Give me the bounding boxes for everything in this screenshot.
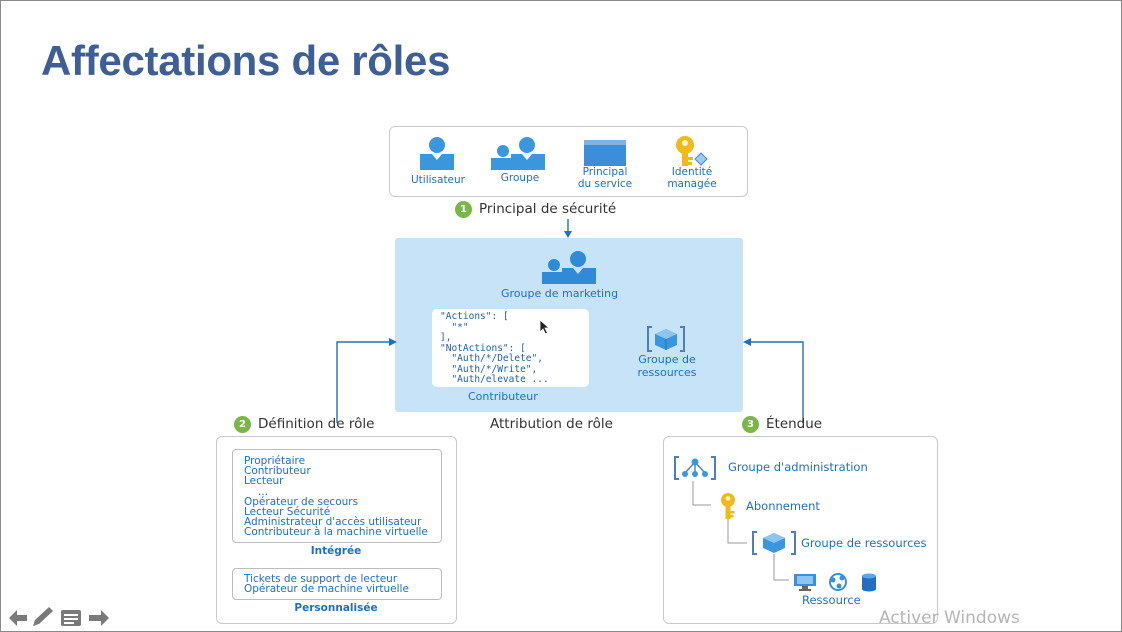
menu-icon[interactable] (61, 610, 81, 626)
scope-resource: Ressource (802, 593, 861, 607)
arrow-down-icon (564, 219, 572, 238)
page-title: Affectations de rôles (41, 37, 451, 84)
step-1-label: Principal de sécurité (479, 201, 617, 217)
management-group-icon (674, 456, 716, 480)
custom-caption: Personnalisée (294, 602, 378, 614)
principal-managed-identity: Identité managée (649, 166, 735, 190)
next-arrow-icon[interactable] (89, 610, 109, 626)
role-vm-contributor: Contributeur à la machine virtuelle (244, 526, 428, 539)
previous-arrow-icon[interactable] (9, 610, 27, 626)
role-owner: Propriétaire (244, 455, 306, 467)
step-role-definition: 2 Définition de rôle (234, 416, 374, 433)
scope-tree-lines (692, 481, 789, 581)
left-connector-arrow (336, 338, 397, 423)
center-resource-group-label-1: Groupe de (638, 353, 696, 366)
slideshow-toolbar (9, 607, 109, 626)
network-icon (829, 573, 847, 591)
role-vm-operator: Opérateur de machine virtuelle (244, 583, 409, 596)
step-1-badge: 1 (455, 201, 472, 218)
principal-service: Principal du service (562, 166, 648, 190)
scope-box (663, 436, 938, 624)
builtin-roles: Propriétaire Contributeur Lecteur ... Op… (244, 456, 428, 538)
step-2-label: Définition de rôle (258, 416, 375, 432)
vm-icon (794, 574, 816, 591)
key-icon (676, 136, 708, 166)
subscription-key-icon (721, 493, 735, 519)
builtin-caption: Intégrée (310, 545, 362, 557)
mouse-cursor-icon (539, 319, 551, 335)
role-contributor: Contributeur (244, 465, 311, 478)
role-reader: Lecteur (244, 475, 284, 488)
principal-user-label: Utilisateur (410, 174, 465, 186)
principal-user: Utilisateur (395, 174, 481, 186)
center-resource-group-label-2: ressources (637, 366, 697, 379)
activation-watermark: Activer Windows (879, 608, 1020, 628)
step-scope: 3 Étendue (742, 416, 822, 433)
custom-roles: Tickets de support de lecteur Opérateur … (244, 573, 409, 596)
step-3-label: Étendue (766, 416, 823, 432)
step-2-badge: 2 (234, 416, 251, 433)
principal-group-label: Groupe (500, 172, 540, 184)
principal-managed-identity-label-2: managée (667, 178, 717, 190)
role-security-reader: Lecteur Sécurité (244, 506, 331, 519)
role-support-ticket-reader: Tickets de support de lecteur (244, 573, 398, 585)
role-definition-code: "Actions": [ "*" ], "NotActions": [ "Aut… (432, 309, 589, 387)
storage-icon (862, 573, 876, 592)
role-assignment-label: Attribution de rôle (490, 416, 613, 432)
center-resource-group-label: Groupe de ressources (627, 353, 707, 379)
builtin-roles-list: Propriétaire Contributeur Lecteur ... Op… (232, 449, 442, 543)
principal-service-label-2: du service (577, 178, 633, 190)
step-security-principal: 1 Principal de sécurité (455, 201, 616, 218)
marketing-group-label: Groupe de marketing (501, 287, 619, 300)
group-icon (491, 137, 545, 170)
principal-group: Groupe (477, 172, 563, 184)
scope-resource-group: Groupe de ressources (801, 536, 927, 550)
resource-group-icon (647, 326, 685, 352)
custom-roles-list: Tickets de support de lecteur Opérateur … (232, 568, 442, 600)
role-user-access-admin: Administrateur d'accès utilisateur (244, 516, 422, 529)
marketing-group-icon (542, 251, 596, 284)
role-ellipsis: ... (258, 485, 269, 498)
scope-subscription: Abonnement (746, 499, 820, 513)
scope-resource-group-icon (752, 531, 796, 555)
code-caption: Contributeur (468, 390, 538, 403)
step-3-badge: 3 (742, 416, 759, 433)
scope-management-group: Groupe d'administration (728, 460, 868, 474)
principal-service-label-1: Principal (582, 166, 628, 178)
user-icon (420, 137, 454, 170)
service-principal-icon (584, 140, 626, 166)
role-backup-operator: Opérateur de secours (244, 495, 359, 508)
right-connector-arrow (743, 338, 804, 423)
principal-managed-identity-label-1: Identité (671, 166, 713, 178)
pen-icon[interactable] (33, 607, 53, 626)
